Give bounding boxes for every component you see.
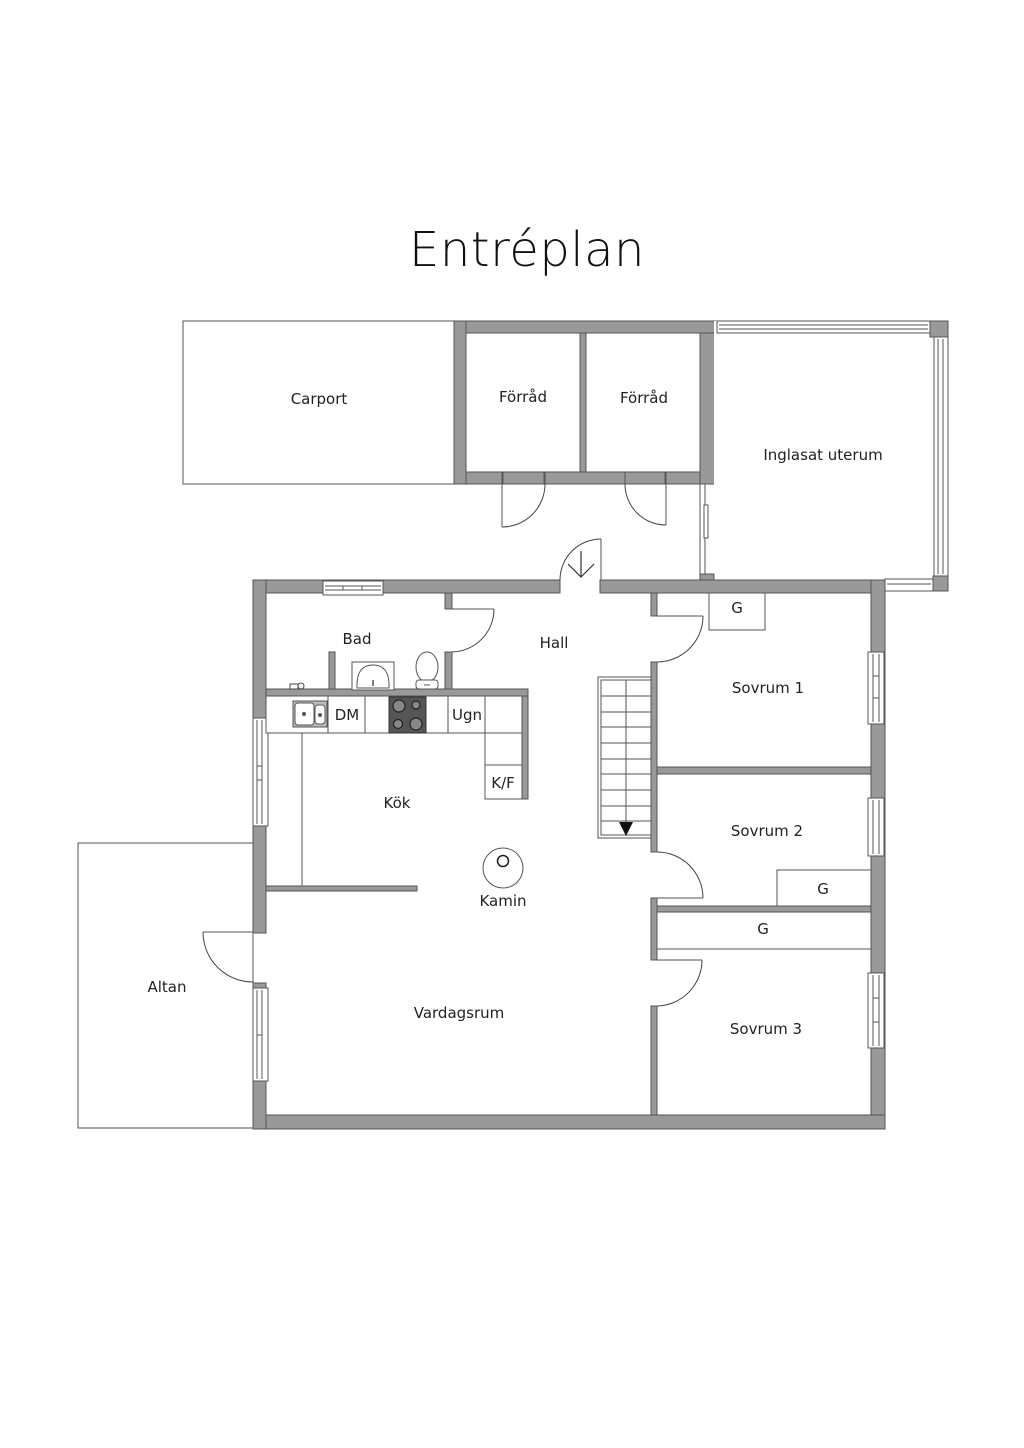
room-label-sovrum-3: Sovrum 3	[730, 1020, 802, 1038]
room-label-altan: Altan	[147, 978, 186, 996]
window-bad	[322, 580, 384, 596]
window-vardagsrum	[252, 987, 269, 1082]
toilet-icon	[415, 651, 439, 690]
door-forrad-1[interactable]	[501, 483, 546, 528]
stairs-down-arrow-icon	[619, 822, 633, 836]
room-label-carport: Carport	[291, 390, 348, 408]
window-sovrum-2	[867, 797, 885, 857]
entrance-door[interactable]	[559, 538, 602, 581]
wardrobe-2	[776, 869, 872, 907]
room-label-kok: Kök	[384, 794, 411, 812]
room-label-vardagsrum: Vardagsrum	[414, 1004, 505, 1022]
deck: Altan	[77, 842, 254, 1129]
wardrobe-1	[708, 592, 766, 631]
storage-block: Förråd Förråd	[453, 320, 717, 528]
door-sovrum-3[interactable]	[656, 959, 703, 1007]
room-label-uterum: Inglasat uterum	[763, 446, 882, 464]
fixture-label-kamin: Kamin	[479, 892, 526, 910]
room-label-forrad-1: Förråd	[499, 388, 547, 406]
wardrobe-label-3: G	[757, 920, 769, 938]
windows	[252, 580, 885, 1082]
bedroom-2: G Sovrum 2	[656, 822, 872, 907]
stairs[interactable]	[597, 676, 652, 839]
window-sovrum-3	[867, 972, 885, 1049]
washbasin-icon	[351, 661, 395, 691]
kitchen: DM Ugn K/F Kök	[265, 695, 529, 892]
door-sovrum-2[interactable]	[656, 851, 704, 899]
fixture-label-dm: DM	[335, 706, 360, 724]
window-sovrum-1	[867, 651, 885, 725]
closet-strip: G	[657, 920, 871, 950]
room-label-bad: Bad	[342, 630, 371, 648]
interior-walls	[650, 592, 872, 1116]
fireplace-icon	[482, 847, 524, 889]
faucet-icon	[289, 682, 305, 690]
window-kok	[252, 717, 269, 827]
bathroom: Bad	[265, 592, 529, 697]
bedroom-1: G Sovrum 1	[656, 592, 804, 697]
carport: Carport	[182, 320, 455, 485]
door-forrad-2[interactable]	[624, 483, 667, 526]
room-label-forrad-2: Förråd	[620, 389, 668, 407]
door-sovrum-1[interactable]	[656, 615, 704, 663]
living-room: Kamin Vardagsrum	[414, 847, 527, 1022]
main-house-walls	[252, 579, 886, 1130]
room-label-hall: Hall	[540, 634, 569, 652]
stove-icon	[388, 696, 427, 734]
room-label-sovrum-1: Sovrum 1	[732, 679, 804, 697]
glazed-porch: Inglasat uterum	[699, 320, 949, 592]
entrance-arrow-icon	[567, 551, 595, 578]
wardrobe-label-2: G	[817, 880, 829, 898]
hall: Hall	[540, 634, 569, 652]
wardrobe-label-1: G	[731, 599, 743, 617]
door-altan[interactable]	[202, 931, 254, 983]
sink-icon	[292, 700, 328, 728]
room-label-sovrum-2: Sovrum 2	[731, 822, 803, 840]
door-bad[interactable]	[451, 608, 495, 653]
fixture-label-kf: K/F	[491, 774, 515, 792]
fixture-label-ugn: Ugn	[452, 706, 482, 724]
page-title: Entréplan	[409, 222, 645, 278]
bedroom-3: Sovrum 3	[656, 959, 802, 1038]
